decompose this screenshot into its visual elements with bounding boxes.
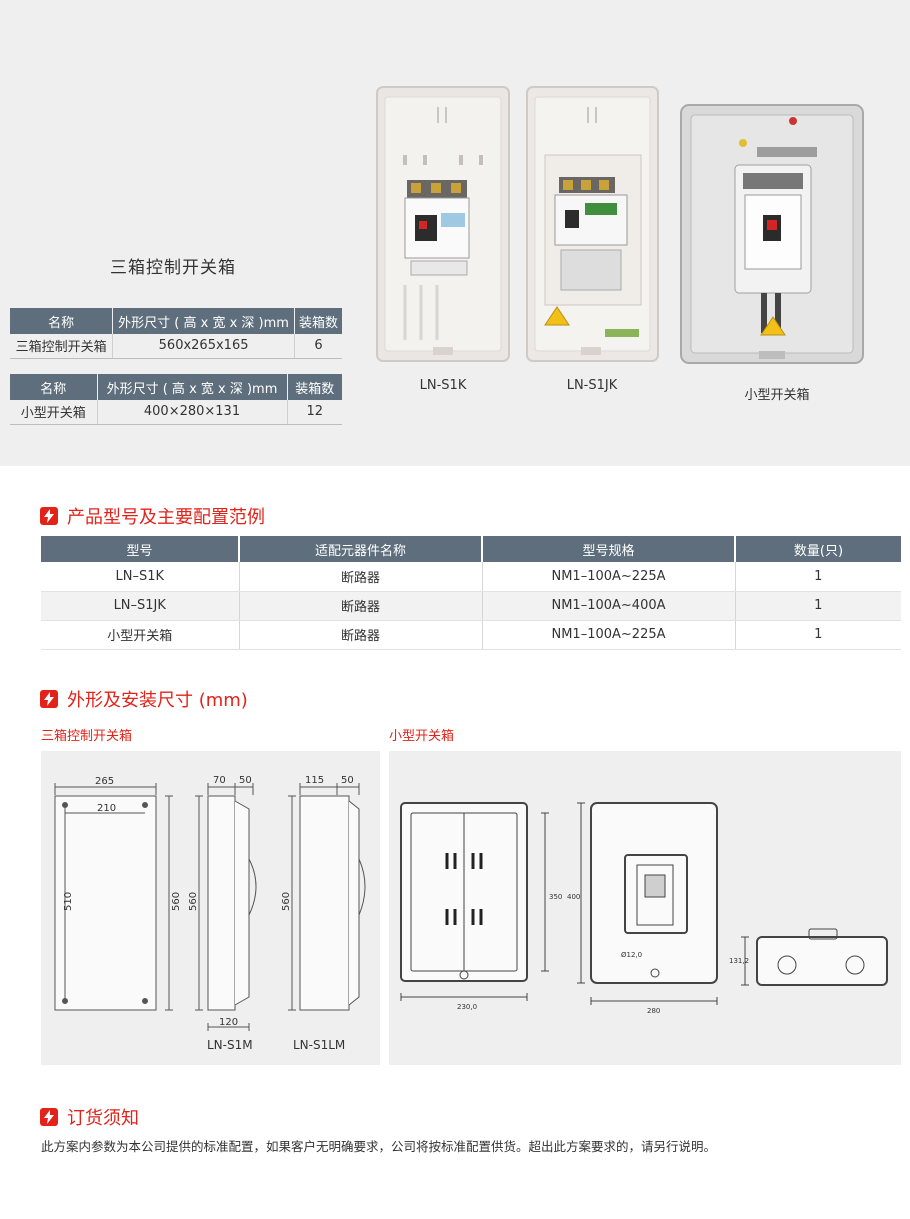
caption-small-box: 小型开关箱 (744, 388, 810, 403)
table-row: LN–S1K 断路器 NM1–100A~225A 1 (41, 562, 901, 592)
caption-ln-s1k: LN-S1K (419, 378, 467, 393)
cell-size: 560x265x165 (112, 334, 295, 359)
dims-right-label: 小型开关箱 (389, 729, 455, 744)
table-row: LN–S1JK 断路器 NM1–100A~400A 1 (41, 591, 901, 621)
dim-side1-height: 560 (188, 892, 199, 911)
dim-outer-width: 280 (647, 1007, 660, 1015)
dims-right-drawing: 230,0 350 400 280 Ø12,0 131,2 (400, 802, 888, 1015)
caption-ln-s1jk: LN-S1JK (566, 378, 618, 393)
col-quantity: 数量(只) (735, 536, 901, 562)
order-note-text: 此方案内参数为本公司提供的标准配置，如果客户无明确要求，公司将按标准配置供货。超… (41, 1139, 717, 1154)
col-size: 外形尺寸 ( 高 x 宽 x 深 )mm (112, 308, 295, 334)
lightning-icon (40, 507, 58, 525)
dim-front-height: 560 (171, 892, 182, 911)
dim-depth: 131,2 (729, 957, 749, 965)
section-order-header: 订货须知 (40, 1104, 139, 1130)
section-dims-header: 外形及安装尺寸 (mm) (40, 686, 248, 712)
config-table: 型号 适配元器件名称 型号规格 数量(只) LN–S1K 断路器 NM1–100… (41, 536, 901, 650)
lightning-icon (40, 1108, 58, 1126)
cell-qty: 6 (294, 334, 342, 359)
cell-qty: 12 (287, 400, 342, 425)
dims-left-label: 三箱控制开关箱 (41, 729, 133, 744)
product-photo-ln-s1jk (526, 86, 659, 362)
cell-name: 三箱控制开关箱 (10, 334, 114, 359)
dim-side2-d1: 115 (305, 775, 324, 786)
dim-side1-d1: 70 (213, 775, 226, 786)
dim-outer-height: 400 (567, 893, 580, 901)
product-photo-small-box (680, 104, 864, 364)
dim-inner-height: 350 (549, 893, 562, 901)
col-qty: 装箱数 (287, 374, 342, 400)
dim-front-hole-span: 210 (97, 803, 116, 814)
product-title: 三箱控制开关箱 (110, 258, 236, 278)
cell-name: 小型开关箱 (10, 400, 98, 425)
col-model: 型号 (41, 536, 240, 562)
section-config-title: 产品型号及主要配置范例 (67, 507, 265, 528)
section-order-title: 订货须知 (67, 1108, 139, 1129)
dims-left-panel: 265 210 510 560 70 50 560 120 115 50 560… (41, 751, 380, 1065)
dim-front-width: 265 (95, 776, 114, 787)
spec-table-three-box: 名称 外形尺寸 ( 高 x 宽 x 深 )mm 装箱数 三箱控制开关箱 560x… (10, 308, 342, 359)
dim-hole: Ø12,0 (621, 951, 642, 959)
model-ln-s1m: LN-S1M (207, 1038, 253, 1052)
table-row: 小型开关箱 断路器 NM1–100A~225A 1 (41, 620, 901, 650)
col-name: 名称 (10, 308, 114, 334)
model-ln-s1lm: LN-S1LM (293, 1038, 345, 1052)
dims-right-panel: 230,0 350 400 280 Ø12,0 131,2 (389, 751, 901, 1065)
section-dims-title: 外形及安装尺寸 (mm) (67, 690, 248, 711)
dim-side2-d2: 50 (341, 775, 354, 786)
lightning-icon (40, 690, 58, 708)
dim-side1-d2: 50 (239, 775, 252, 786)
col-qty: 装箱数 (294, 308, 342, 334)
dims-left-drawing: 265 210 510 560 70 50 560 120 115 50 560… (54, 775, 366, 1052)
dim-side1-base: 120 (219, 1017, 238, 1028)
dim-side2-height: 560 (281, 892, 292, 911)
col-name: 名称 (10, 374, 98, 400)
cell-size: 400×280×131 (97, 400, 288, 425)
col-size: 外形尺寸 ( 高 x 宽 x 深 )mm (97, 374, 288, 400)
col-component: 适配元器件名称 (239, 536, 483, 562)
col-spec: 型号规格 (482, 536, 736, 562)
dim-front-hole-height: 510 (63, 892, 74, 911)
spec-table-small-box: 名称 外形尺寸 ( 高 x 宽 x 深 )mm 装箱数 小型开关箱 400×28… (10, 374, 342, 425)
dim-inner-width: 230,0 (457, 1003, 477, 1011)
product-photo-ln-s1k (376, 86, 510, 362)
section-config-header: 产品型号及主要配置范例 (40, 503, 265, 529)
